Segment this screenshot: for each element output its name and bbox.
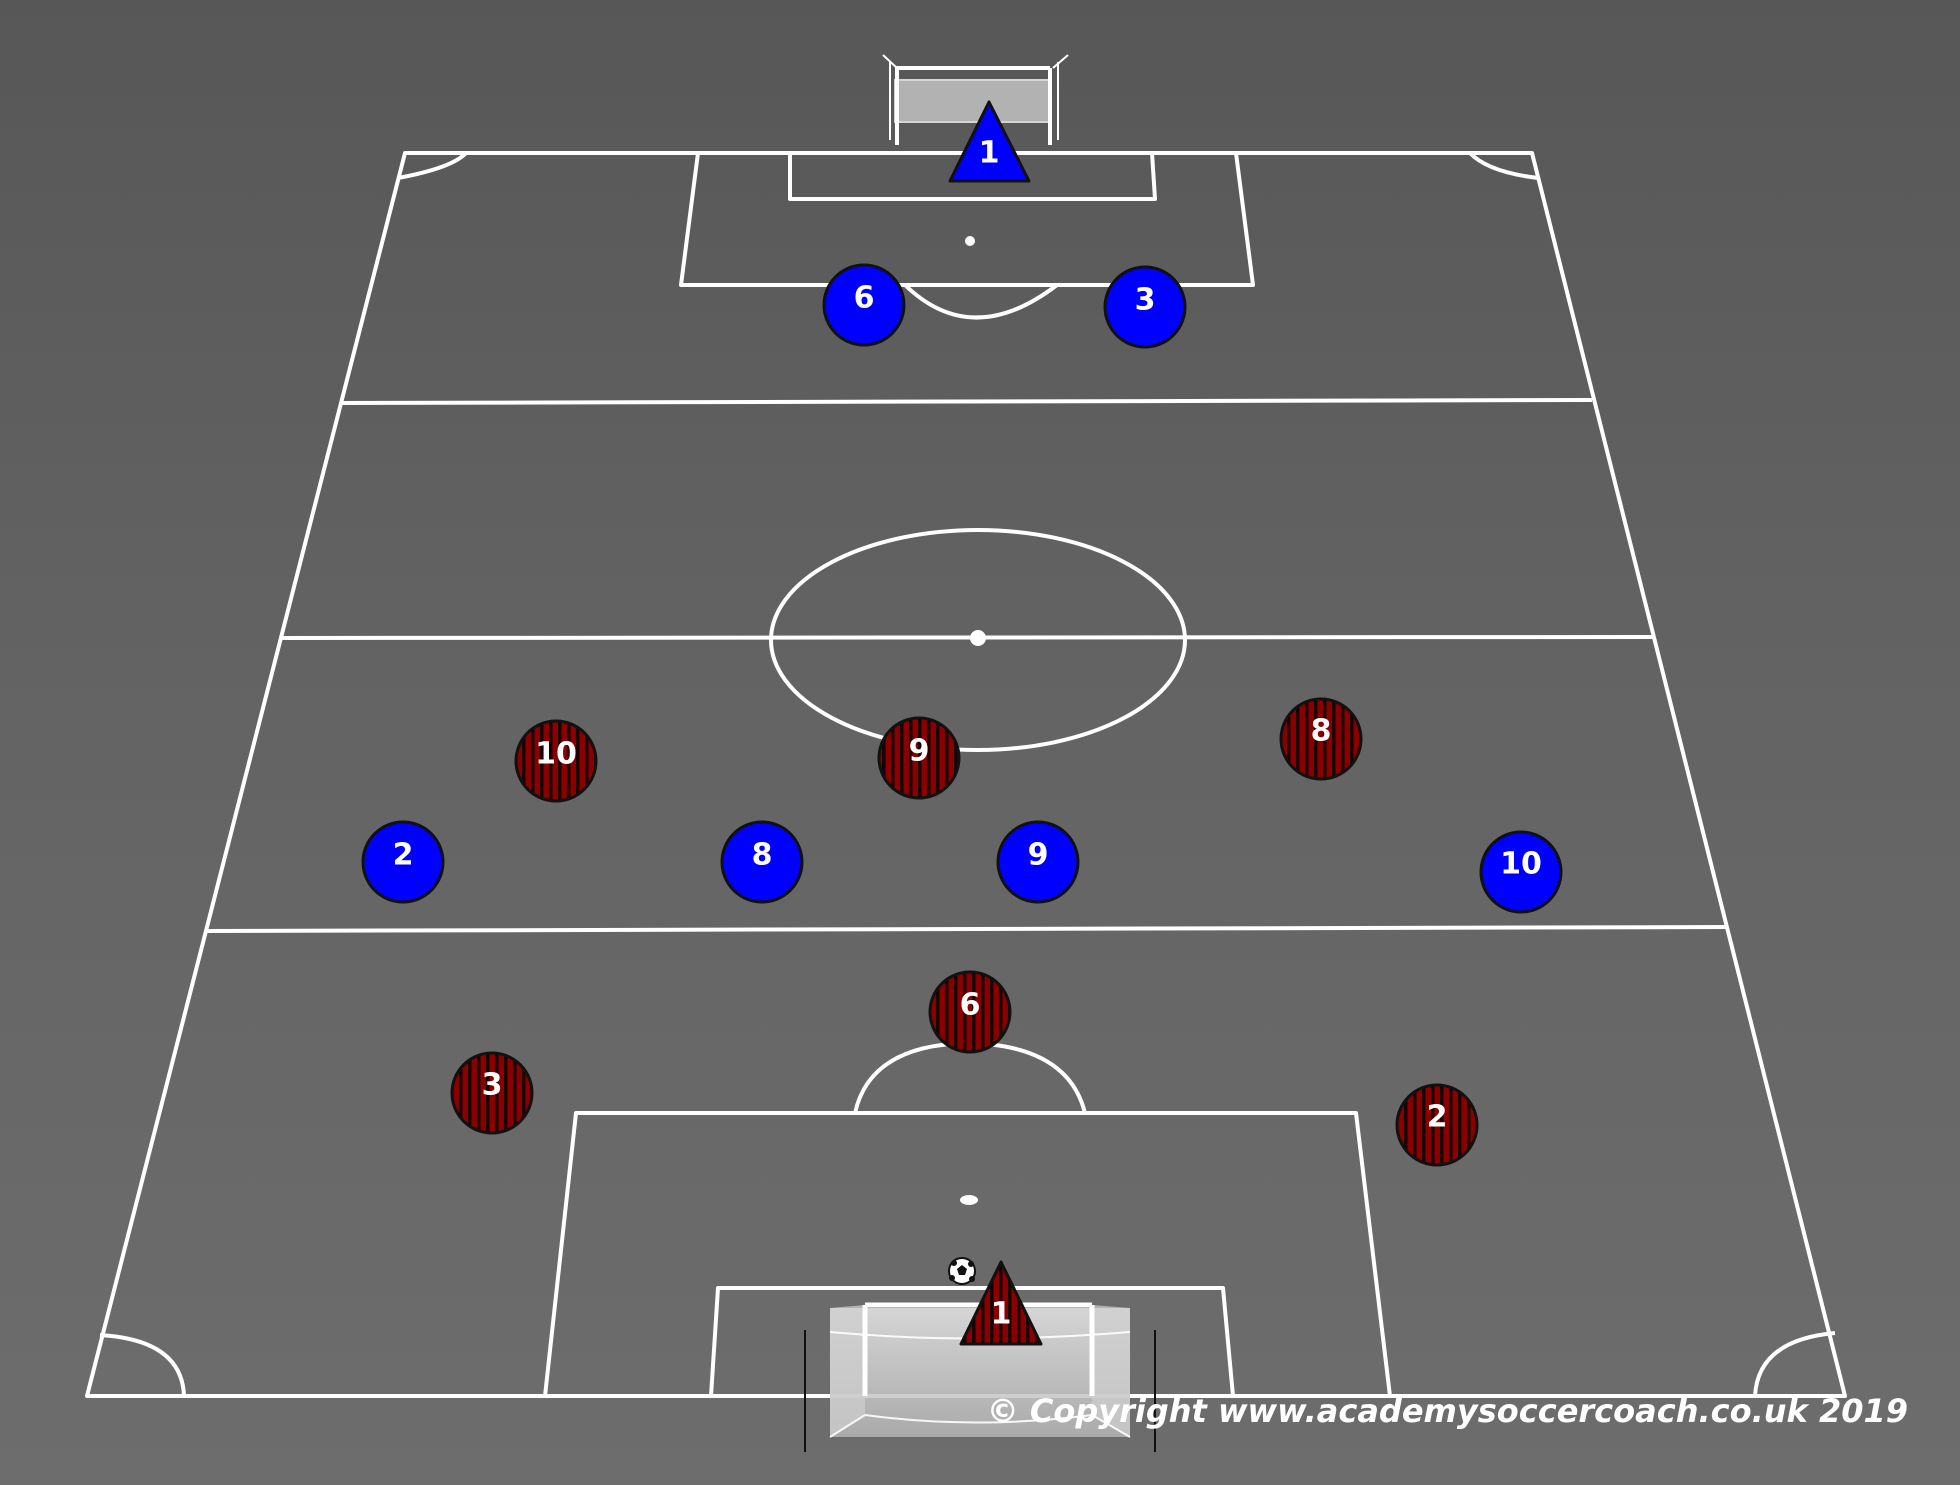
- bottom-goal: [804, 1302, 1156, 1452]
- top-penalty-spot: [965, 236, 975, 246]
- blue-player-8: 8: [720, 820, 804, 904]
- blue-player-3: 3: [1103, 265, 1187, 349]
- player-number: 2: [393, 838, 414, 873]
- corner-arc-bottom-right: [1753, 1331, 1836, 1397]
- red-player-10: 10: [514, 719, 598, 803]
- player-number: 8: [1311, 714, 1332, 749]
- player-number: 9: [909, 734, 930, 769]
- blue-player-2: 2: [361, 820, 445, 904]
- red-player-6: 6: [928, 970, 1012, 1054]
- player-number: 6: [854, 281, 875, 316]
- blue-player-10: 10: [1479, 830, 1563, 914]
- corner-arc-bottom-left: [99, 1333, 186, 1397]
- player-number: 9: [1028, 838, 1049, 873]
- pitch-lines: [85, 151, 1847, 1398]
- top-penalty-area: [679, 152, 1255, 287]
- red-player-8: 8: [1279, 697, 1363, 781]
- centre-circle: [769, 528, 1187, 752]
- player-number: 3: [482, 1068, 503, 1103]
- red-player-2: 2: [1395, 1083, 1479, 1167]
- top-goal: [882, 54, 1069, 145]
- red-player-9: 9: [877, 716, 961, 800]
- top-penalty-arc: [903, 283, 1059, 320]
- copyright-text: © Copyright www.academysoccercoach.co.uk…: [987, 1392, 1908, 1430]
- red-player-3: 3: [450, 1051, 534, 1135]
- soccer-ball-icon: [948, 1257, 976, 1285]
- blue-player-6: 6: [822, 263, 906, 347]
- red-goalkeeper: 1: [959, 1260, 1043, 1346]
- red-team: 10 9 8 6 3 2 1: [450, 697, 1479, 1346]
- bottom-penalty-spot: [960, 1195, 978, 1205]
- player-number: 8: [752, 838, 773, 873]
- blue-player-9: 9: [996, 820, 1080, 904]
- blue-team: 1 6 3 2 8 9 10: [361, 100, 1563, 914]
- player-number: 2: [1427, 1100, 1448, 1135]
- bottom-third-line: [205, 925, 1729, 933]
- pitch-outline: [85, 151, 1847, 1398]
- bottom-goal-area: [709, 1286, 1235, 1397]
- player-number: 6: [960, 988, 981, 1023]
- halfway-line: [281, 635, 1655, 640]
- player-number: 10: [535, 737, 577, 772]
- player-number: 1: [991, 1297, 1012, 1332]
- corner-arc-top-right: [1468, 151, 1539, 180]
- top-goal-area: [788, 152, 1157, 201]
- blue-goalkeeper: 1: [948, 100, 1031, 183]
- player-number: 1: [979, 136, 1000, 171]
- player-number: 10: [1500, 847, 1542, 882]
- player-number: 3: [1135, 283, 1156, 318]
- centre-spot: [970, 630, 986, 646]
- bottom-penalty-area: [543, 1111, 1392, 1397]
- corner-arc-top-left: [397, 151, 468, 180]
- top-third-line: [341, 398, 1593, 405]
